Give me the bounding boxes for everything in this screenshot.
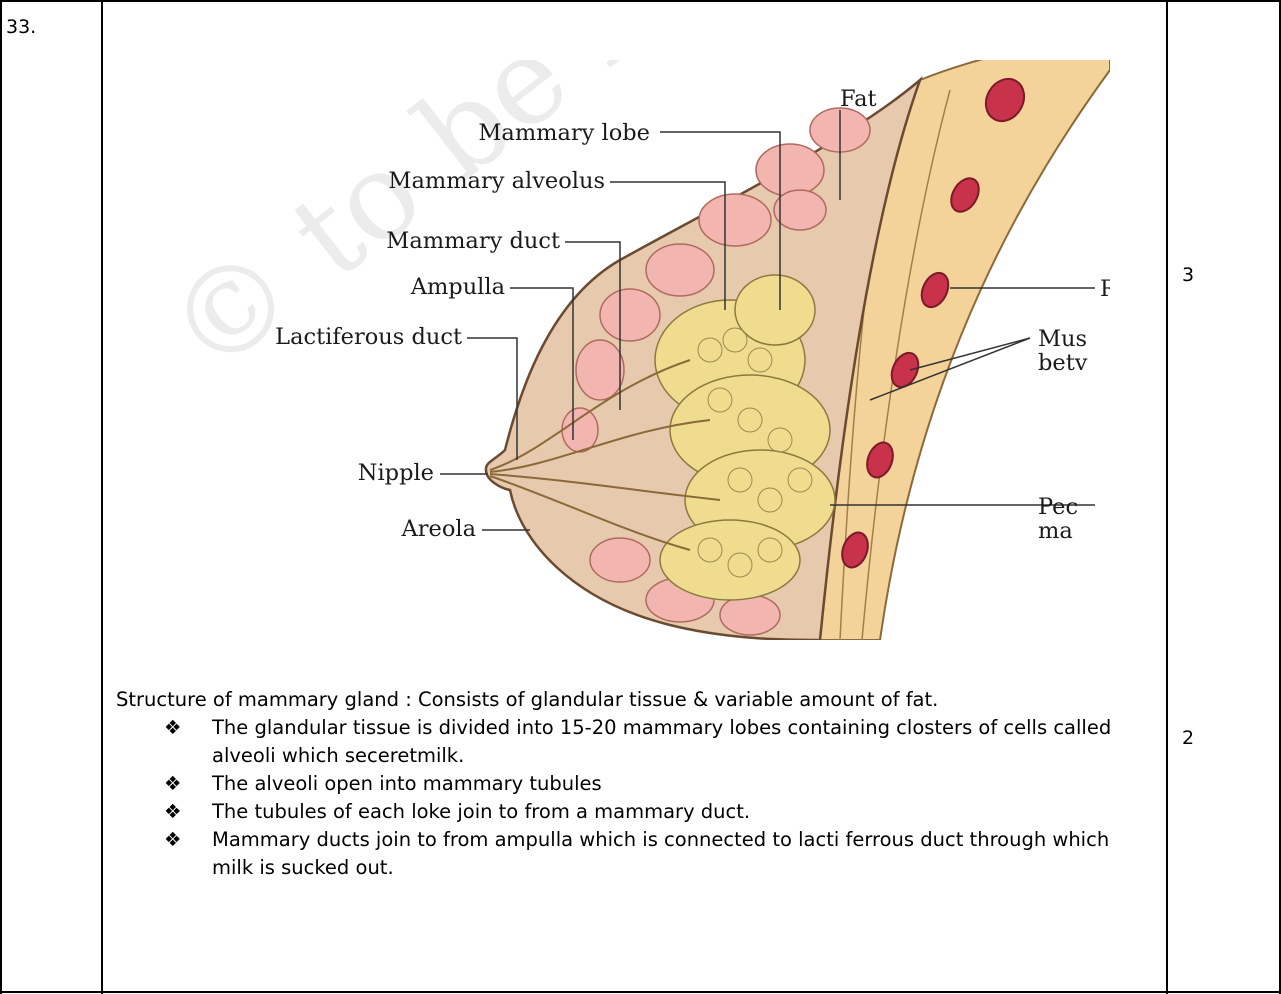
label-fat: Fat xyxy=(840,86,877,112)
answer-bullet-list: ❖ The glandular tissue is divided into 15… xyxy=(116,714,1156,882)
bullet-text: The alveoli open into mammary tubules xyxy=(212,772,602,795)
label-nipple: Nipple xyxy=(358,460,434,486)
diamond-bullet-icon: ❖ xyxy=(164,826,181,854)
marks-diagram: 3 xyxy=(1182,264,1194,286)
list-item: ❖ The alveoli open into mammary tubules xyxy=(164,770,1156,798)
list-item: ❖ The glandular tissue is divided into 15… xyxy=(164,714,1156,770)
label-mammary-duct: Mammary duct xyxy=(386,228,560,254)
label-areola: Areola xyxy=(401,516,476,542)
bullet-text: Mammary ducts join to from ampulla which… xyxy=(212,828,1109,879)
bullet-text: The tubules of each loke join to from a … xyxy=(212,800,750,823)
label-ampulla: Ampulla xyxy=(410,274,505,300)
table-top-border xyxy=(0,0,1281,2)
label-mammary-lobe: Mammary lobe xyxy=(478,120,650,146)
label-pectoral-line2: ma xyxy=(1038,518,1073,544)
label-muscles-line2: betv xyxy=(1038,350,1088,376)
column-divider-1 xyxy=(101,0,103,994)
mammary-gland-diagram: © to be re xyxy=(150,60,1110,640)
list-item: ❖ The tubules of each loke join to from a… xyxy=(164,798,1156,826)
column-divider-2 xyxy=(1166,0,1168,994)
label-pectoral-line1: Pec xyxy=(1038,494,1078,520)
label-rib: Rib xyxy=(1100,276,1110,302)
marks-text: 2 xyxy=(1182,727,1194,749)
label-mammary-alveolus: Mammary alveolus xyxy=(388,168,605,194)
label-lactiferous-duct: Lactiferous duct xyxy=(275,324,462,350)
list-item: ❖ Mammary ducts join to from ampulla whic… xyxy=(164,826,1156,882)
diamond-bullet-icon: ❖ xyxy=(164,770,181,798)
answer-intro: Structure of mammary gland : Consists of… xyxy=(116,686,1156,714)
question-number: 33. xyxy=(6,16,36,38)
table-bottom-border xyxy=(0,991,1281,993)
diamond-bullet-icon: ❖ xyxy=(164,714,181,742)
bullet-text: The glandular tissue is divided into 15-… xyxy=(212,716,1111,767)
answer-block: Structure of mammary gland : Consists of… xyxy=(116,686,1156,882)
label-muscles-line1: Mus xyxy=(1038,326,1087,352)
diamond-bullet-icon: ❖ xyxy=(164,798,181,826)
table-left-border xyxy=(0,0,2,994)
